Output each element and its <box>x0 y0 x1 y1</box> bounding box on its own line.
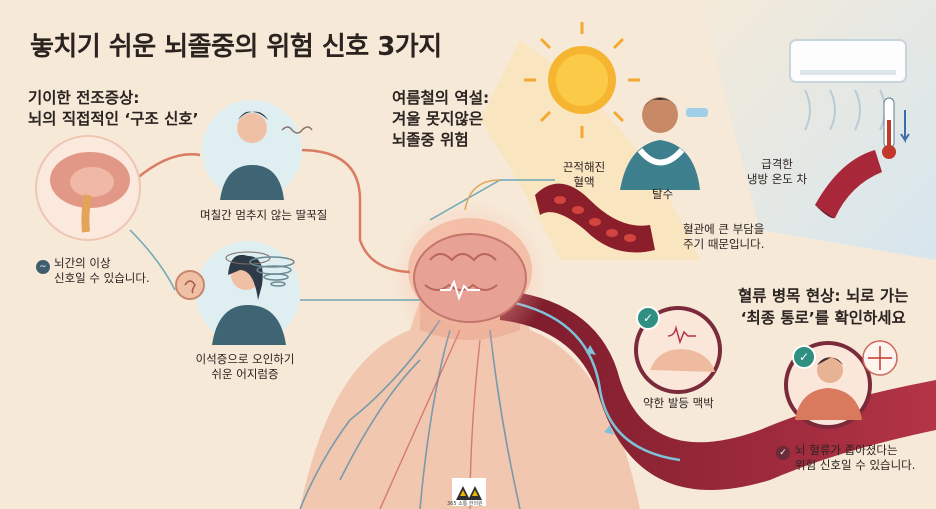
heading-line: 겨울 못지않은 <box>392 110 483 128</box>
neck-warning-note: 뇌 혈류가 좁아졌다는 위험 신호일 수 있습니다. <box>795 443 915 473</box>
heading-line: 뇌의 직접적인 ‘구조 신호’ <box>28 110 199 128</box>
foot-pulse-caption: 약한 발등 맥박 <box>643 396 714 410</box>
caption-line: 쉬운 어지럼증 <box>211 367 279 381</box>
heading-line: 여름철의 역설: <box>392 89 490 107</box>
note-line: 뇌 혈류가 좁아졌다는 <box>795 443 898 457</box>
clinic-logo <box>452 478 486 506</box>
check-icon: ✓ <box>636 306 660 330</box>
label-line: 혈액 <box>573 175 595 189</box>
ear-icon <box>175 270 205 300</box>
carotid-artery <box>500 290 936 490</box>
label-line: 냉방 온도 차 <box>746 172 808 186</box>
section-right-heading: 혈류 병목 현상: 뇌로 가는 ‘최종 통로’를 확인하세요 <box>738 285 908 329</box>
caption-line: 이석증으로 오인하기 <box>195 352 295 366</box>
thermometer-icon <box>882 97 910 159</box>
tornado-icon <box>249 256 295 287</box>
section-mid-heading: 여름철의 역설: 겨울 못지않은 뇌졸중 위험 <box>392 88 489 151</box>
sticky-blood-vessel-illustration <box>535 183 655 253</box>
pulse-icon: ~ <box>36 260 50 274</box>
note-line: 뇌간의 이상 <box>54 256 111 270</box>
connector-lines <box>134 148 411 274</box>
check-icon: ✓ <box>776 446 790 460</box>
foot-pulse-illustration <box>634 306 722 394</box>
label-line: 끈적해진 <box>562 160 606 174</box>
brain-icon <box>392 200 548 356</box>
dizzy-person-illustration <box>196 241 300 345</box>
dehydration-label: 탈수 <box>652 187 674 201</box>
note-line: 신호일 수 있습니다. <box>54 271 150 285</box>
sticky-blood-label: 끈적해진 혈액 <box>552 160 616 190</box>
hiccup-caption: 며칠간 멈추지 않는 딸꾹질 <box>200 208 328 222</box>
heading-line: ‘최종 통로’를 확인하세요 <box>740 309 906 327</box>
heading-line: 혈류 병목 현상: 뇌로 가는 <box>738 287 909 305</box>
section-left-heading: 기이한 전조증상: 뇌의 직접적인 ‘구조 신호’ <box>28 88 199 130</box>
brainstem-note: 뇌간의 이상 신호일 수 있습니다. <box>54 256 150 286</box>
sun-icon <box>524 22 640 138</box>
ac-temperature-label: 급격한 냉방 온도 차 <box>732 157 822 187</box>
brain-cross-section-icon <box>35 135 141 241</box>
heading-line: 기이한 전조증상: <box>28 89 140 107</box>
clinic-logo-text: 365 소통 한의원 <box>447 501 483 507</box>
note-line: 주기 때문입니다. <box>683 237 765 251</box>
dizzy-caption: 이석증으로 오인하기 쉬운 어지럼증 <box>190 352 300 382</box>
carotid-icon <box>862 340 898 376</box>
cold-vessel-illustration <box>815 150 882 219</box>
heading-line: 뇌졸중 위험 <box>392 131 469 149</box>
note-line: 혈관에 큰 부담을 <box>683 222 765 236</box>
label-line: 급격한 <box>761 157 793 171</box>
dehydrated-man-illustration <box>620 97 708 190</box>
vessel-burden-note: 혈관에 큰 부담을 주기 때문입니다. <box>683 222 764 252</box>
note-line: 위험 신호일 수 있습니다. <box>795 458 916 472</box>
hiccup-person-illustration <box>202 100 313 200</box>
page-title: 놓치기 쉬운 뇌졸중의 위험 신호 3가지 <box>30 32 442 62</box>
check-icon: ✓ <box>792 345 816 369</box>
